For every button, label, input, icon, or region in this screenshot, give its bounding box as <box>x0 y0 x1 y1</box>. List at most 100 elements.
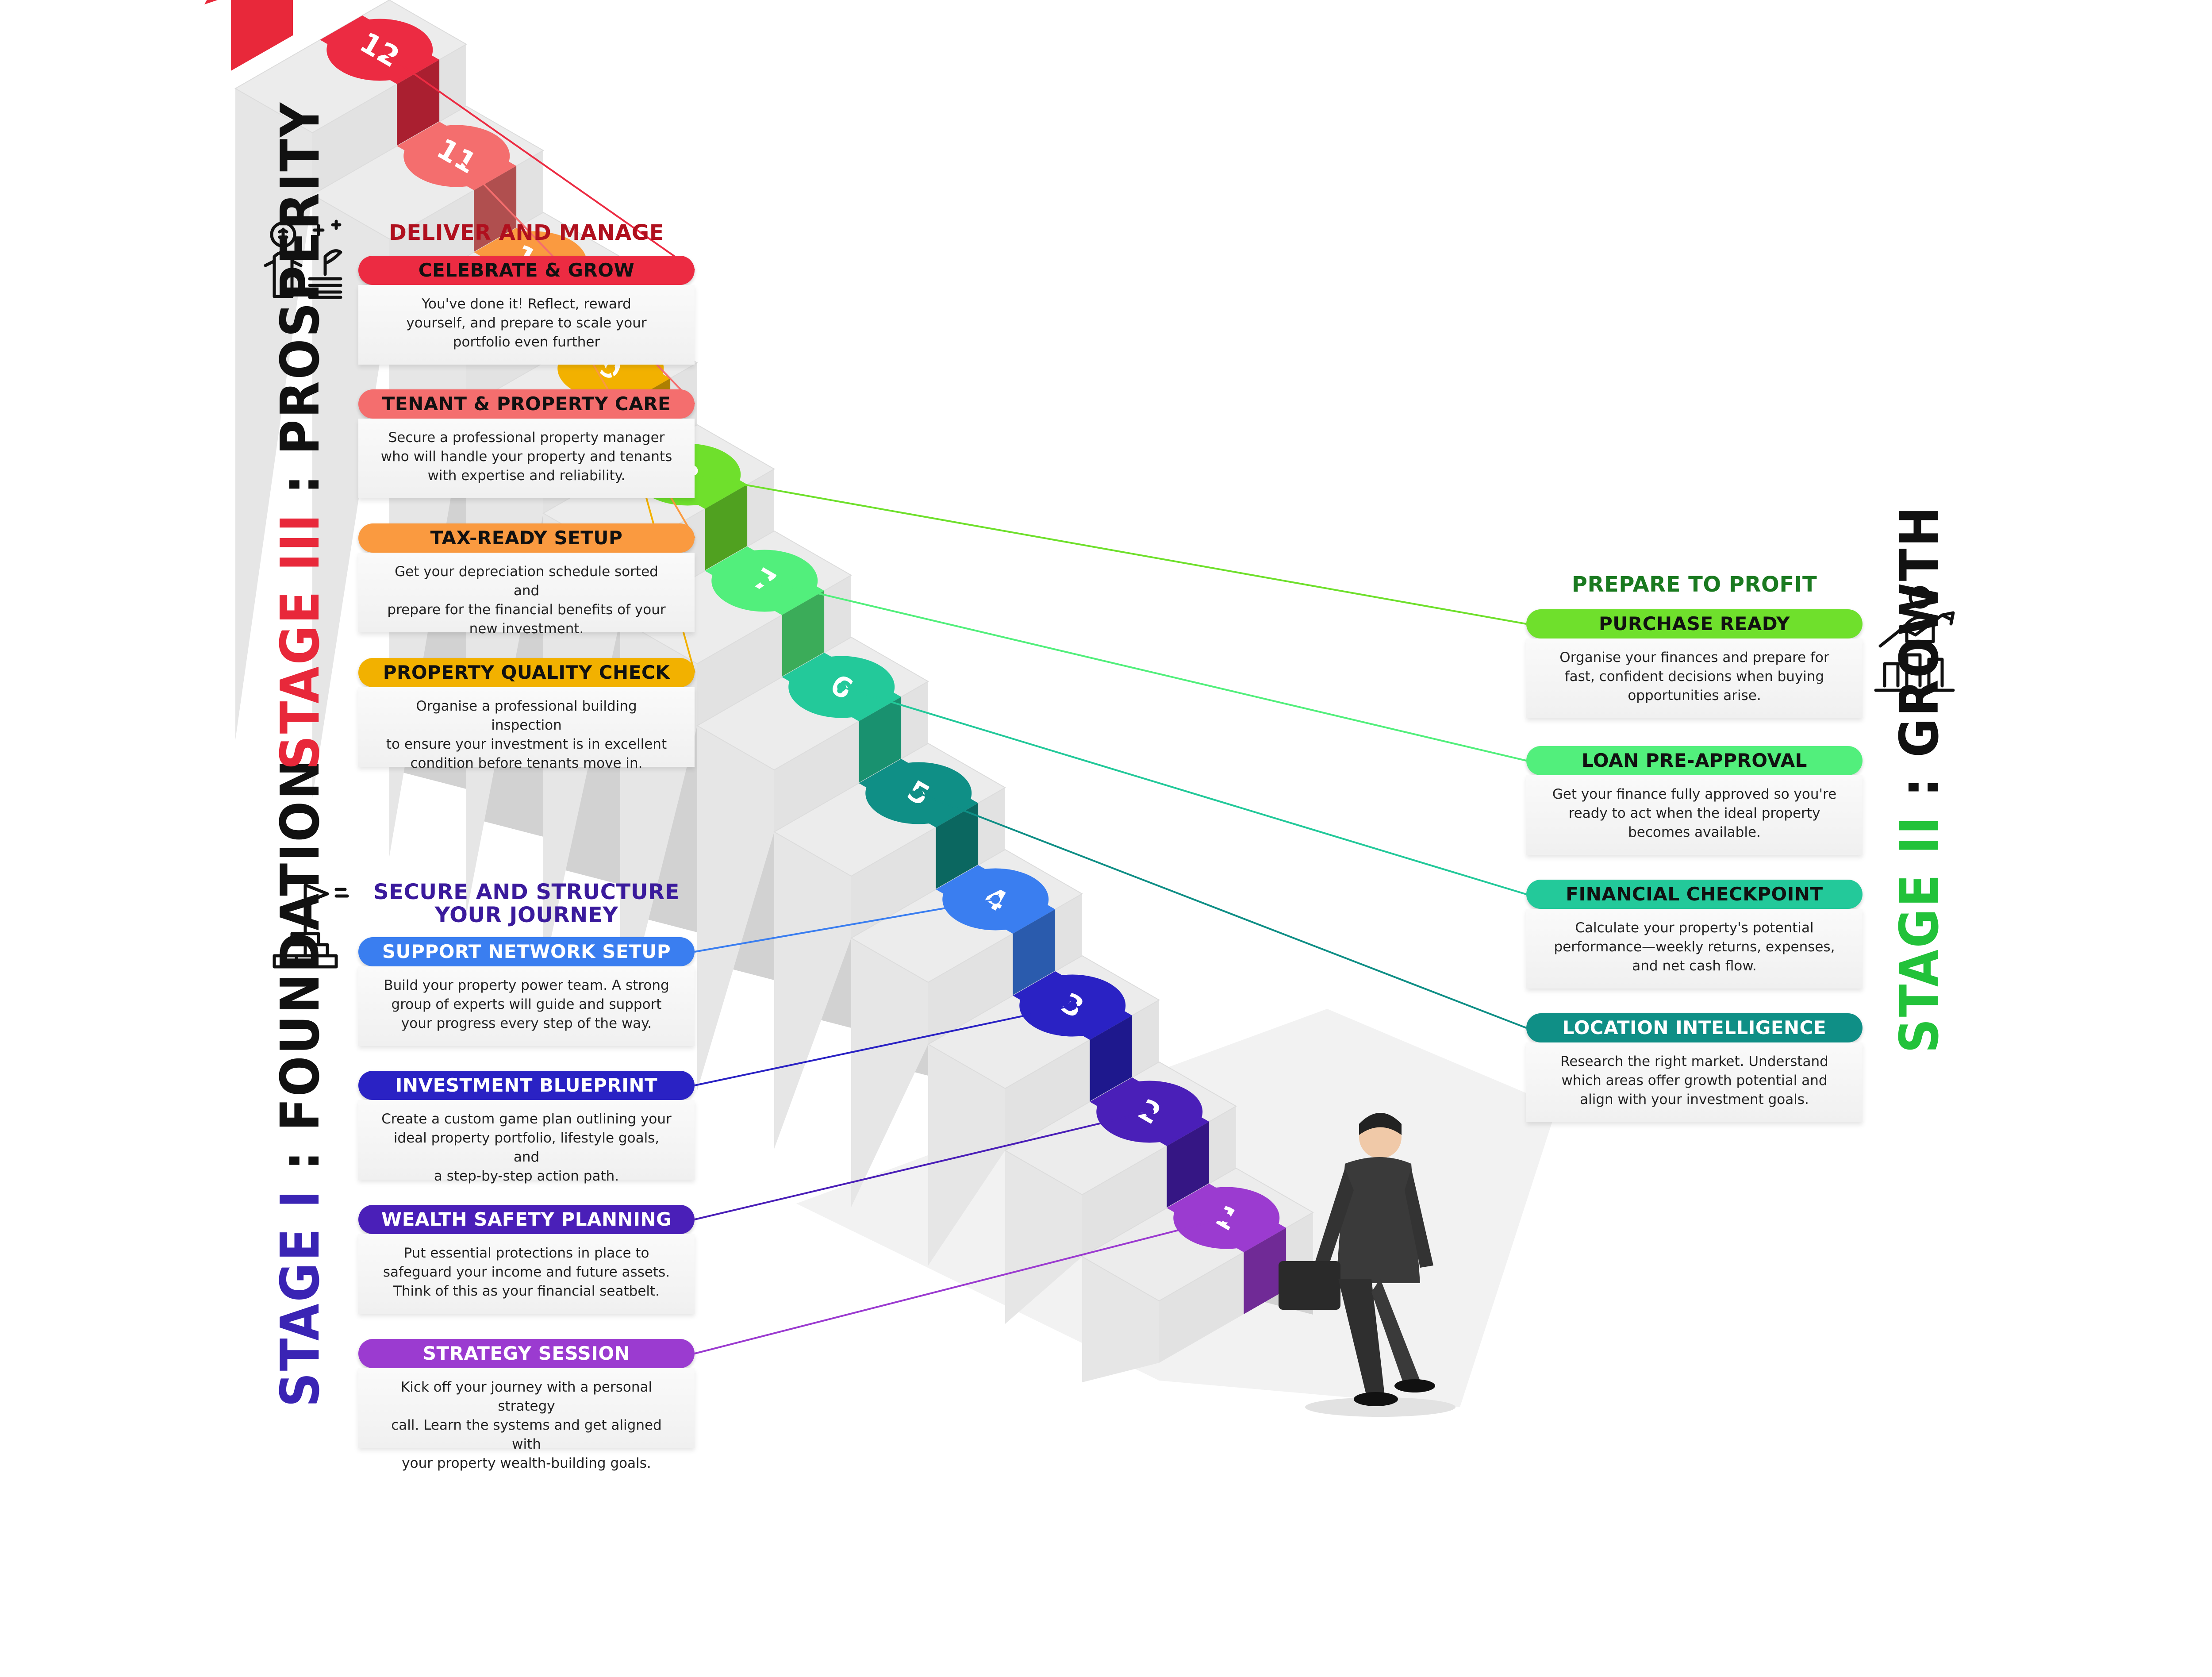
stair-left-4 <box>851 938 928 1207</box>
description-line: safeguard your income and future assets. <box>383 1264 670 1280</box>
description-line: Create a custom game plan outlining your <box>381 1111 672 1127</box>
step-3-title: INVESTMENT BLUEPRINT <box>358 1071 695 1100</box>
step-1-description: Kick off your journey with a personal st… <box>358 1368 695 1471</box>
description-line: ideal property portfolio, lifestyle goal… <box>393 1130 660 1165</box>
step-8-title: PURCHASE READY <box>1526 609 1863 638</box>
connector-dot-11 <box>452 151 461 161</box>
description-line: ready to act when the ideal property <box>1568 805 1820 821</box>
description-line: Secure a professional property manager <box>388 430 665 446</box>
trend-arrow <box>1878 611 1955 648</box>
briefcase-icon <box>1279 1261 1340 1310</box>
stage-name: : PROSPERITY <box>270 100 331 513</box>
description-line: Research the right market. Understand <box>1560 1054 1828 1069</box>
connector-dot-7 <box>760 576 769 585</box>
step-3-description: Create a custom game plan outlining your… <box>358 1100 695 1184</box>
connector-dot-9 <box>606 364 615 373</box>
description-line: fast, confident decisions when buying <box>1564 669 1824 685</box>
description-line: Calculate your property's potential <box>1575 920 1814 936</box>
investor-chart-icon <box>1874 586 1955 692</box>
description-line: new investment. <box>469 621 584 637</box>
right-arm <box>1405 1168 1433 1268</box>
heading-prepare: PREPARE TO PROFIT <box>1526 573 1863 596</box>
heading-line: YOUR JOURNEY <box>434 903 618 927</box>
connector-line-1 <box>694 1217 1227 1354</box>
hair <box>1359 1113 1402 1135</box>
connector-line-5 <box>918 792 1527 1029</box>
person <box>264 250 303 298</box>
left-leg <box>1338 1279 1385 1398</box>
description-line: You've done it! Reflect, reward <box>422 296 631 312</box>
step-7-title: LOAN PRE-APPROVAL <box>1526 746 1863 775</box>
businessman-figure <box>1279 1113 1455 1417</box>
description-line: group of experts will guide and support <box>391 996 662 1012</box>
growth-arrow-icon <box>204 0 293 71</box>
description-line: portfolio even further <box>453 334 600 350</box>
left-shoe <box>1354 1392 1398 1406</box>
heading-line: PREPARE TO PROFIT <box>1571 572 1817 597</box>
stage-name: : GROWTH <box>1889 505 1951 815</box>
step-strip-riser-12 <box>397 60 440 146</box>
connector-dot-1 <box>1222 1213 1231 1223</box>
step-strip-riser-4 <box>1013 909 1056 996</box>
description-line: and net cash flow. <box>1632 958 1757 974</box>
connector-line-7 <box>764 580 1527 762</box>
step-strip-riser-5 <box>936 803 979 889</box>
description-line: yourself, and prepare to scale your <box>406 315 647 331</box>
step-10-description: Get your depreciation schedule sorted an… <box>358 553 695 637</box>
description-line: a step-by-step action path. <box>434 1168 619 1184</box>
step-9-description: Organise a professional building inspect… <box>358 687 695 771</box>
description-line: with expertise and reliability. <box>427 468 626 484</box>
right-leg <box>1371 1279 1420 1387</box>
jacket <box>1336 1157 1420 1283</box>
stage-title-prosperity: STAGE III : PROSPERITY <box>270 101 331 770</box>
coin <box>270 221 296 248</box>
stage-title-growth: STAGE II : GROWTH <box>1889 505 1951 1053</box>
description-line: who will handle your property and tenant… <box>380 449 672 465</box>
step-10-title: TAX-READY SETUP <box>358 523 695 553</box>
description-line: Think of this as your financial seatbelt… <box>393 1283 660 1299</box>
description-line: performance—weekly returns, expenses, <box>1554 939 1835 955</box>
description-line: Get your finance fully approved so you'r… <box>1552 786 1837 802</box>
step-6-description: Calculate your property's potential perfo… <box>1526 909 1863 989</box>
step-11-description: Secure a professional property manager wh… <box>358 419 695 498</box>
stair-left-12 <box>235 88 312 740</box>
brick-flag-icon <box>273 883 349 969</box>
description-line: to ensure your investment is in excellen… <box>386 736 667 752</box>
description-line: Get your depreciation schedule sorted an… <box>395 564 658 599</box>
connector-dot-2 <box>1145 1107 1154 1116</box>
step-strip-riser-11 <box>474 166 517 252</box>
description-line: Build your property power team. A strong <box>384 977 669 993</box>
stair-left-2 <box>1005 1150 1082 1324</box>
description-line: condition before tenants move in. <box>410 755 643 771</box>
step-strip-riser-6 <box>859 697 902 783</box>
bar-chart <box>1874 653 1955 692</box>
step-1-title: STRATEGY SESSION <box>358 1339 695 1368</box>
description-line: Organise a professional building inspect… <box>416 698 637 733</box>
step-5-title: LOCATION INTELLIGENCE <box>1526 1013 1863 1042</box>
description-line: Put essential protections in place to <box>403 1245 649 1261</box>
description-line: your property wealth-building goals. <box>402 1455 651 1471</box>
connector-line-4 <box>694 898 996 953</box>
stair-left-1 <box>1082 1257 1159 1382</box>
money-plant-icon <box>264 219 342 299</box>
heading-deliver: DELIVER AND MANAGE <box>358 221 695 244</box>
connector-dot-6 <box>837 682 846 692</box>
step-2-description: Put essential protections in place to saf… <box>358 1234 695 1314</box>
step-strip-riser-2 <box>1167 1122 1210 1208</box>
step-strip-riser-8 <box>705 485 748 571</box>
investor-head <box>1909 586 1932 609</box>
description-line: Kick off your journey with a personal st… <box>400 1379 653 1414</box>
bricks <box>273 932 338 969</box>
step-9-title: PROPERTY QUALITY CHECK <box>358 658 695 687</box>
investor-body <box>1905 615 1935 643</box>
description-line: your progress every step of the way. <box>401 1015 652 1031</box>
connector-dot-5 <box>914 788 923 798</box>
heading-line: DELIVER AND MANAGE <box>389 220 664 245</box>
sparkles <box>312 219 342 236</box>
figure-shadow <box>1305 1397 1455 1417</box>
left-arm <box>1314 1168 1354 1270</box>
